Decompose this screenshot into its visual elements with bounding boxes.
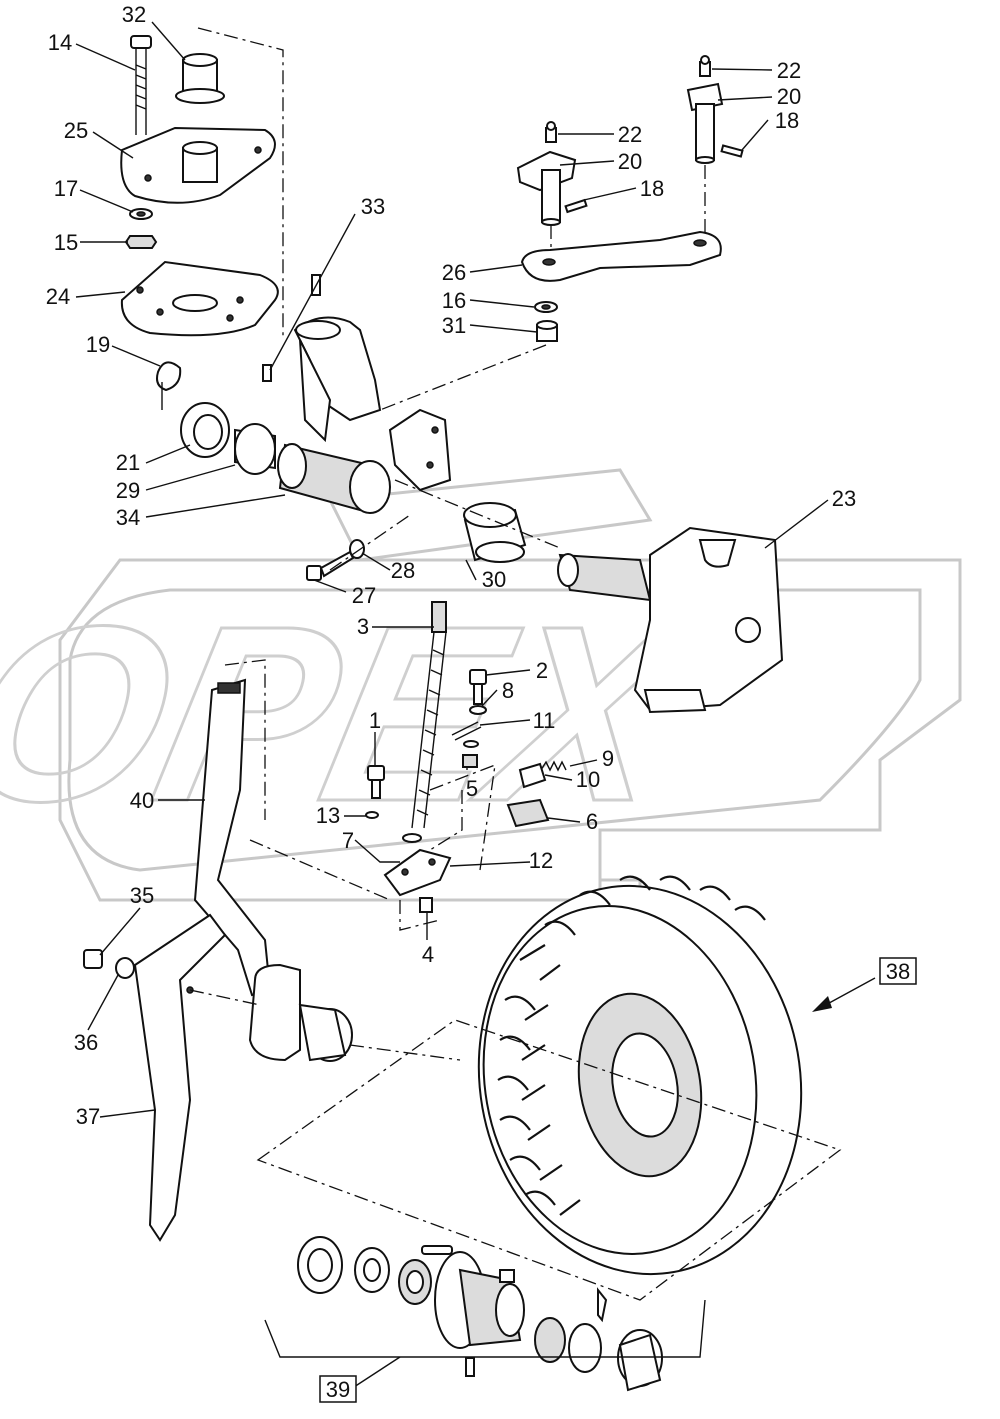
watermark-logo: OPEX [0,468,962,922]
callout-38: 38 [886,959,910,984]
tube-34 [277,443,391,514]
grease-nipple-22b [545,121,557,143]
callout-24: 24 [46,284,70,309]
watermark-text: OPEX [0,574,709,854]
callout-36: 36 [74,1030,98,1055]
washer-28 [349,539,365,559]
washer-16 [534,301,558,313]
callout-20b: 20 [618,149,642,174]
washer-17 [129,208,153,220]
callout-9: 9 [602,746,614,771]
callout-3: 3 [357,614,369,639]
stub-axle-23 [557,526,784,714]
plate-12 [383,848,452,897]
callout-22a: 22 [777,58,801,83]
callout-31: 31 [442,313,466,338]
wheel-38 [477,875,803,1276]
nut-4 [419,897,433,913]
callout-39-box [319,1375,357,1403]
spring-pin-18a [720,144,744,158]
callout-37: 37 [76,1104,100,1129]
callout-15: 15 [54,230,78,255]
arm-26 [520,230,722,282]
callout-labels: 32 14 25 17 15 24 19 21 29 34 33 22 20 1… [46,2,917,1403]
callout-19: 19 [86,332,110,357]
leader-lines [75,21,829,1118]
bushing-29 [234,423,276,475]
lynch-pin-19 [156,361,182,410]
block-6 [506,798,550,828]
bushing-32 [175,53,225,104]
bracket-39 [264,1299,706,1388]
washer-11b [463,740,479,748]
bolt-27 [306,550,355,581]
callout-18b: 18 [640,176,664,201]
callout-6: 6 [586,809,598,834]
callout-18a: 18 [775,108,799,133]
callout-17: 17 [54,176,78,201]
plate-24 [120,260,279,337]
bolt-35 [83,949,103,969]
callout-26: 26 [442,260,466,285]
callout-30: 30 [482,567,506,592]
callout-20a: 20 [777,84,801,109]
callout-25: 25 [64,118,88,143]
callout-40: 40 [130,788,154,813]
hub-assembly-39 [297,1236,663,1392]
callout-14: 14 [48,30,72,55]
nut-5 [462,754,478,768]
callout-32: 32 [122,2,146,27]
callout-23: 23 [832,486,856,511]
callout-1: 1 [369,708,381,733]
grease-nipple-22a [699,55,711,77]
washer-13 [365,811,379,819]
callout-34: 34 [116,505,140,530]
ring-21 [180,402,230,458]
washer-36 [115,957,135,979]
bolt-1 [367,765,385,799]
callout-11: 11 [533,708,556,733]
callout-13: 13 [316,803,340,828]
callout-16: 16 [442,288,466,313]
washer-7 [402,833,422,843]
callout-10: 10 [576,767,600,792]
threaded-rod-3 [411,601,447,829]
callout-5: 5 [466,776,478,801]
callout-33: 33 [361,194,385,219]
spring-9 [540,760,567,772]
callout-8: 8 [502,678,514,703]
callout-38-box [879,957,917,985]
callout-35: 35 [130,883,154,908]
swivel-bracket [293,316,452,492]
plate-25 [120,126,276,204]
washer-8 [469,705,487,715]
callout-29: 29 [116,478,140,503]
pin-20a [686,82,724,164]
callout-4: 4 [422,942,434,967]
collar-10 [518,762,547,789]
nut-15 [124,235,158,249]
bushing-31 [536,320,558,342]
scraper-37 [133,913,227,1242]
callout-21: 21 [116,450,140,475]
callout-39: 39 [326,1377,350,1402]
callout-7: 7 [342,828,354,853]
pin-20b [516,150,577,226]
arrow-38 [812,977,876,1012]
spring-pin-11 [451,721,482,741]
callout-28: 28 [391,558,415,583]
callout-27: 27 [352,583,376,608]
bolt-2 [469,669,487,705]
callout-22b: 22 [618,122,642,147]
callout-12: 12 [529,848,553,873]
spring-pin-18b [564,198,588,214]
callout-2: 2 [536,658,548,683]
bolt-14 [130,35,152,135]
bushing-30 [463,502,527,563]
